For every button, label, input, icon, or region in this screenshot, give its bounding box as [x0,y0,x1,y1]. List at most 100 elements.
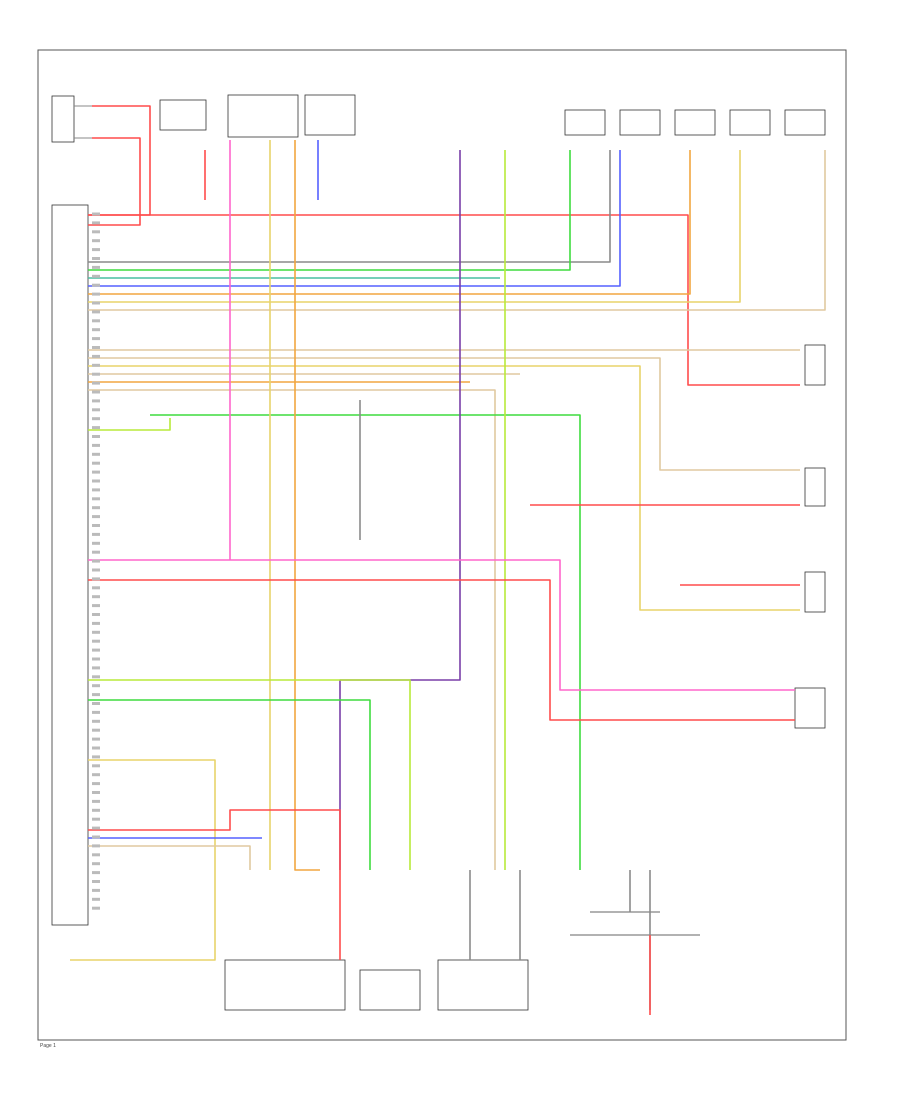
module-pin [92,470,100,474]
module-pin [92,274,100,278]
top-left-connector [51,95,92,143]
module-pin [92,346,100,349]
module-pin [92,488,100,492]
top-component-row [159,94,826,138]
module-pin [92,737,100,741]
wire-bus-1 [88,214,800,386]
module-pin [92,283,100,287]
module-pin [92,621,100,625]
module-pin [92,399,100,403]
footer-code: Page 1 [40,1043,56,1049]
module-pin [92,568,100,572]
wire-low-yellow [70,759,216,961]
wire-low-pink [88,559,795,691]
module-pin [92,897,100,901]
module-pin [92,782,100,786]
module-pin [92,586,100,590]
module-pin [92,817,100,821]
module-pin [92,657,100,661]
module-pin [92,666,100,670]
module-pin [92,515,100,519]
module-pin [92,835,100,839]
module-pin [92,710,100,714]
right-sensor-boxes [794,344,826,729]
module-pin [92,354,100,358]
control-module-box [51,204,89,926]
module-pin [92,639,100,643]
module-pin [92,684,100,688]
module-pin [92,372,100,376]
wire-mid-2 [88,357,800,471]
module-pin [92,524,100,527]
module-pin [92,719,100,723]
module-pin [92,479,100,483]
module-pin [92,265,100,269]
diagram-frame [37,49,847,1041]
wire-mid-7 [150,414,581,870]
module-pin [92,390,100,394]
module-pin [92,791,100,794]
module-pin [92,728,100,732]
wire-low-green [88,699,371,870]
module-pin [92,292,100,296]
module-pin [92,426,100,430]
pin-label-group [92,212,100,910]
wire-mid-6 [88,389,496,870]
module-pin [92,862,100,866]
module-pin [92,550,100,554]
wire-mid-3 [88,365,800,611]
module-pin [92,844,100,848]
module-pin [92,559,100,563]
module-pin [92,630,100,634]
module-pin [92,230,100,234]
module-pin [92,871,100,875]
module-pin [92,239,100,243]
module-pin [92,212,100,216]
wire-bus-2 [88,150,611,263]
module-pin [92,613,100,616]
module-pin [92,506,100,510]
module-pin [92,452,100,456]
module-pin [92,301,100,305]
module-pin [92,888,100,892]
module-pin [92,328,100,332]
module-pin [92,799,100,803]
module-pin [92,577,100,581]
module-pin [92,221,100,225]
module-pin [92,541,100,545]
module-pin [92,826,100,830]
module-pin [92,746,100,750]
module-pin [92,764,100,768]
wire-group [70,105,826,1015]
module-pin [92,248,100,252]
module-pin [92,675,100,679]
module-pin [92,532,100,536]
module-pin [92,319,100,323]
module-pin [92,443,100,447]
wire-low-red [88,579,795,721]
wire-bus-8 [88,150,826,311]
module-pin [92,461,100,465]
module-pin [92,853,100,857]
wire-vert-purple [339,150,461,870]
module-pin [92,702,100,705]
module-pin [92,381,100,385]
module-pin [92,310,100,314]
module-pin [92,497,100,501]
wire-bus-5 [88,150,621,287]
wire-top-red-2 [88,137,141,226]
wire-bus-7 [88,150,741,303]
module-pin [92,435,100,438]
module-pin [92,773,100,777]
wire-bus-6 [88,150,691,295]
wire-low-red-4 [88,809,341,960]
module-pin [92,363,100,367]
module-pin [92,693,100,697]
module-pin [92,257,100,260]
wire-bus-3 [88,150,571,271]
module-pin [92,408,100,412]
wire-mid-8 [88,418,171,431]
module-pin [92,808,100,812]
module-pin [92,648,100,652]
